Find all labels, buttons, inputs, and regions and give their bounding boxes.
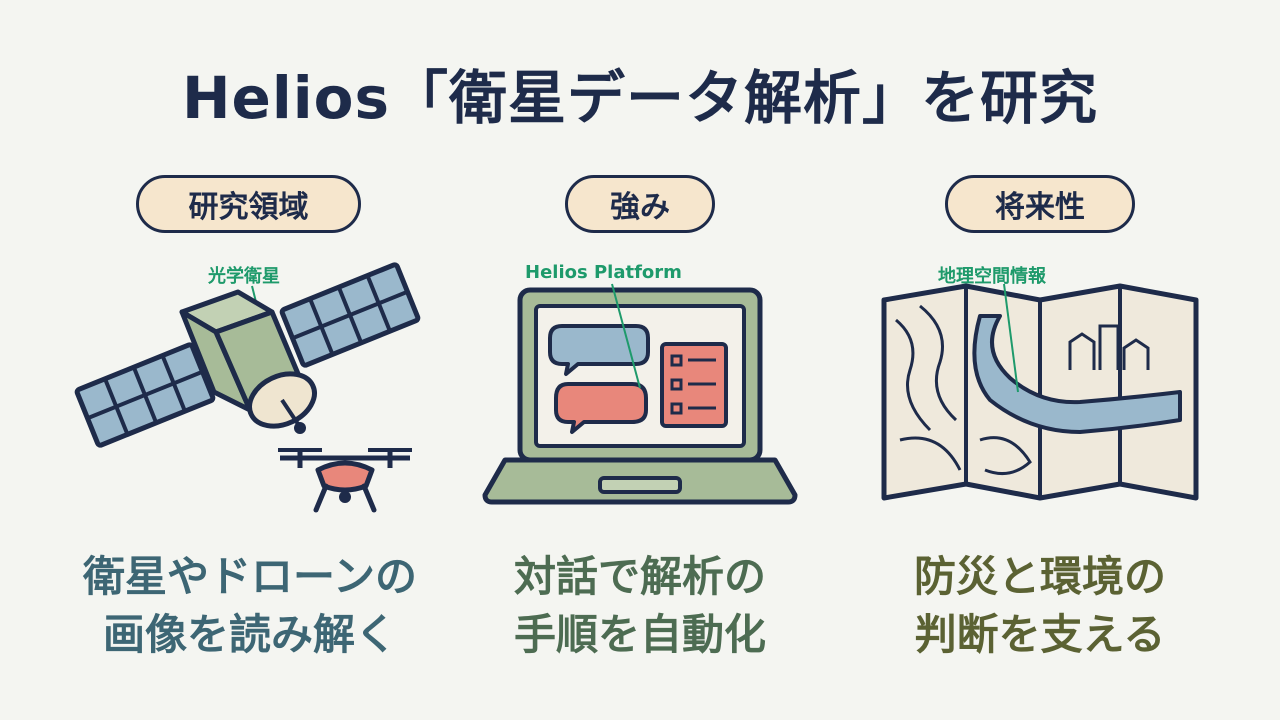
- heading-research-area: 研究領域: [136, 175, 361, 233]
- callout-leader-line: [611, 283, 641, 389]
- heading-future-label: 将来性: [995, 190, 1085, 225]
- satellite-solar-panel-left: [74, 342, 216, 448]
- heading-future: 将来性: [945, 175, 1135, 233]
- satellite-icon: [179, 289, 317, 434]
- caption-research-area-line-1: 衛星やドローンの: [83, 552, 417, 601]
- caption-future: 防災と環境の 判断を支える: [830, 548, 1250, 664]
- map-illustration: [881, 283, 1199, 501]
- callout-helios-platform: Helios Platform: [525, 262, 682, 283]
- page-title: Helios「衛星データ解析」を研究: [181, 64, 1098, 132]
- satellite-solar-panel-right: [279, 262, 421, 368]
- callout-geospatial-info: 地理空間情報: [938, 266, 1046, 287]
- drone-icon: [278, 448, 412, 513]
- caption-strength: 対話で解析の 手順を自動化: [430, 548, 850, 664]
- caption-strength-line-2: 手順を自動化: [513, 610, 766, 659]
- laptop-trackpad: [598, 476, 682, 494]
- caption-future-line-2: 判断を支える: [914, 610, 1166, 659]
- checklist-icon: [660, 342, 728, 428]
- caption-research-area-line-2: 画像を読み解く: [102, 610, 397, 659]
- map-icon: [881, 283, 1199, 501]
- heading-strength: 強み: [565, 175, 715, 233]
- caption-research-area: 衛星やドローンの 画像を読み解く: [40, 548, 460, 664]
- chat-bubble-icon: [548, 324, 650, 434]
- heading-research-area-label: 研究領域: [188, 190, 309, 225]
- heading-strength-label: 強み: [610, 190, 670, 225]
- satellite-illustration: [74, 262, 421, 513]
- laptop-illustration: [482, 283, 798, 505]
- caption-future-line-1: 防災と環境の: [913, 552, 1166, 601]
- callout-leader-line: [1003, 283, 1019, 393]
- caption-strength-line-1: 対話で解析の: [513, 552, 766, 601]
- callout-optical-satellite: 光学衛星: [208, 266, 280, 287]
